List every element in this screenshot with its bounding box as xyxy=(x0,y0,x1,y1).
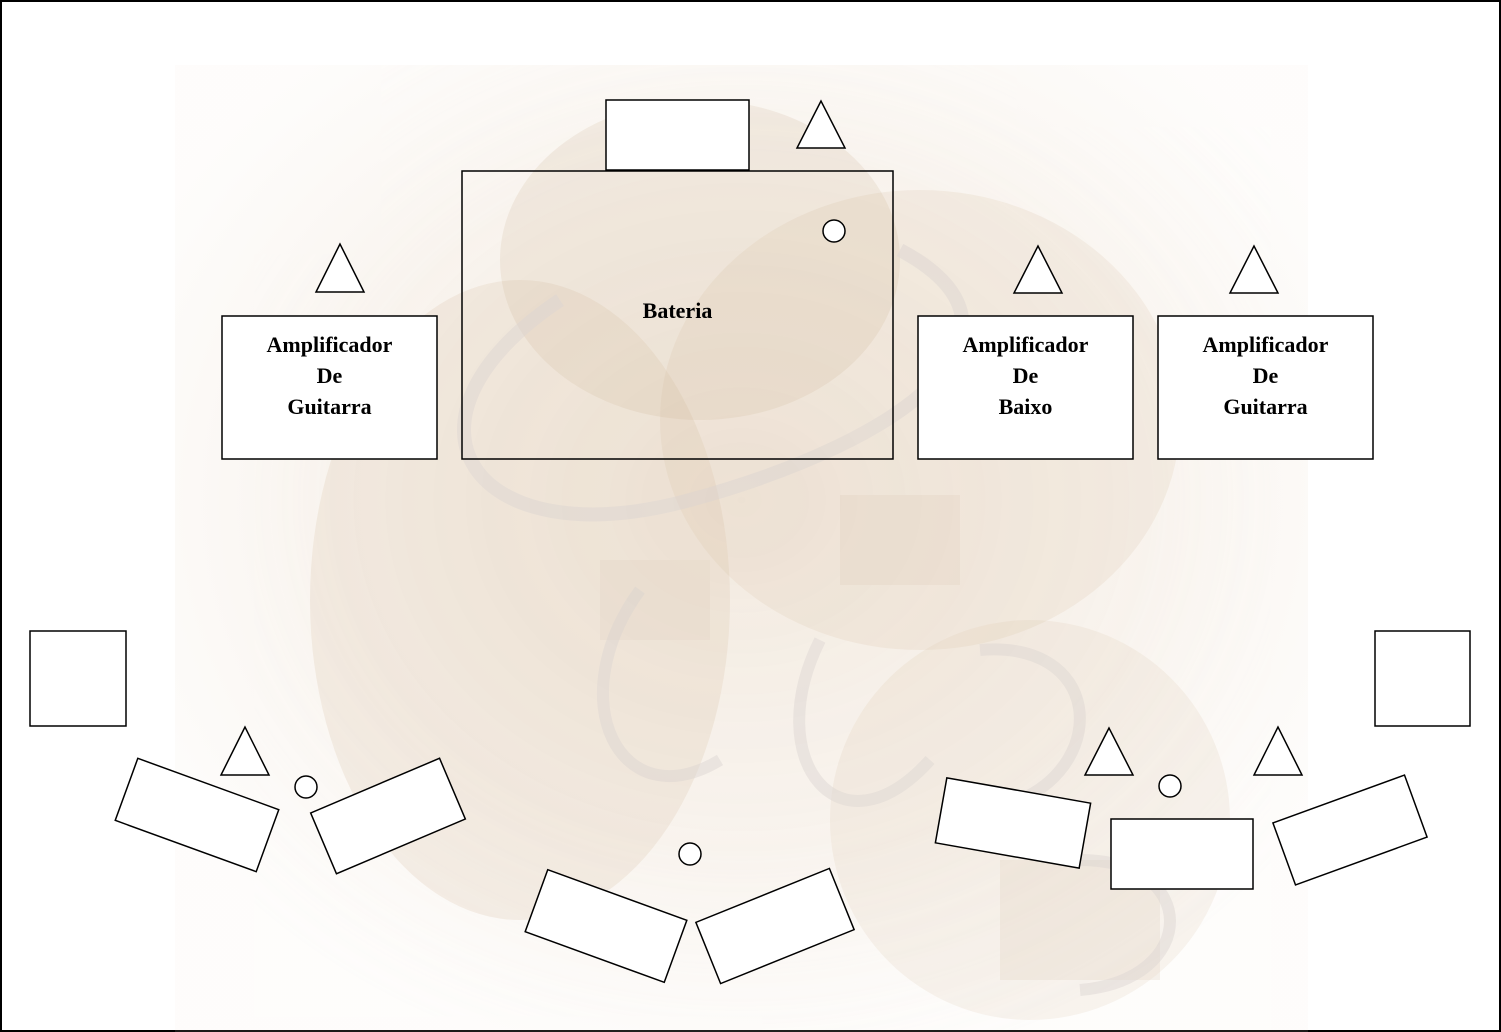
floor-monitor-box xyxy=(1110,818,1254,890)
drums-box xyxy=(461,170,894,460)
circle-marker-icon xyxy=(1158,774,1182,798)
side-fill-right-box xyxy=(1374,630,1471,727)
guitar-amp-right-line3: Guitarra xyxy=(1223,394,1308,419)
drum-riser-monitor-box xyxy=(605,99,750,171)
microphone-triangle-icon xyxy=(1252,725,1304,776)
guitar-amp-left-line3: Guitarra xyxy=(287,394,372,419)
floor-monitor-box xyxy=(524,868,688,984)
floor-monitor-box xyxy=(309,757,467,875)
microphone-triangle-icon xyxy=(1083,726,1135,776)
microphone-triangle-icon xyxy=(314,242,366,293)
microphone-triangle-icon xyxy=(219,725,271,776)
bass-amp-label: Amplificador De Baixo xyxy=(918,329,1133,422)
microphone-triangle-icon xyxy=(795,99,847,149)
guitar-amp-right-label: Amplificador De Guitarra xyxy=(1158,329,1373,422)
circle-marker-icon xyxy=(294,775,318,799)
drums-label: Bateria xyxy=(462,295,893,326)
guitar-amp-left-box xyxy=(221,315,438,460)
microphone-triangle-icon xyxy=(1012,244,1064,294)
floor-monitor-box xyxy=(114,757,280,873)
floor-monitor-box xyxy=(934,776,1092,870)
guitar-amp-right-line2: De xyxy=(1252,363,1279,388)
floor-monitor-box xyxy=(694,867,856,985)
drums-label-text: Bateria xyxy=(642,298,713,323)
guitar-amp-right-box xyxy=(1157,315,1374,460)
circle-marker-icon xyxy=(822,219,846,243)
bass-amp-line3: Baixo xyxy=(998,394,1053,419)
guitar-amp-left-label: Amplificador De Guitarra xyxy=(222,329,437,422)
guitar-amp-left-line1: Amplificador xyxy=(266,332,393,357)
circle-marker-icon xyxy=(678,842,702,866)
guitar-amp-right-line1: Amplificador xyxy=(1202,332,1329,357)
guitar-amp-left-line2: De xyxy=(316,363,343,388)
microphone-triangle-icon xyxy=(1228,244,1280,294)
side-fill-left-box xyxy=(29,630,127,727)
bass-amp-line2: De xyxy=(1012,363,1039,388)
bass-amp-box xyxy=(917,315,1134,460)
floor-monitor-box xyxy=(1271,774,1429,886)
bass-amp-line1: Amplificador xyxy=(962,332,1089,357)
